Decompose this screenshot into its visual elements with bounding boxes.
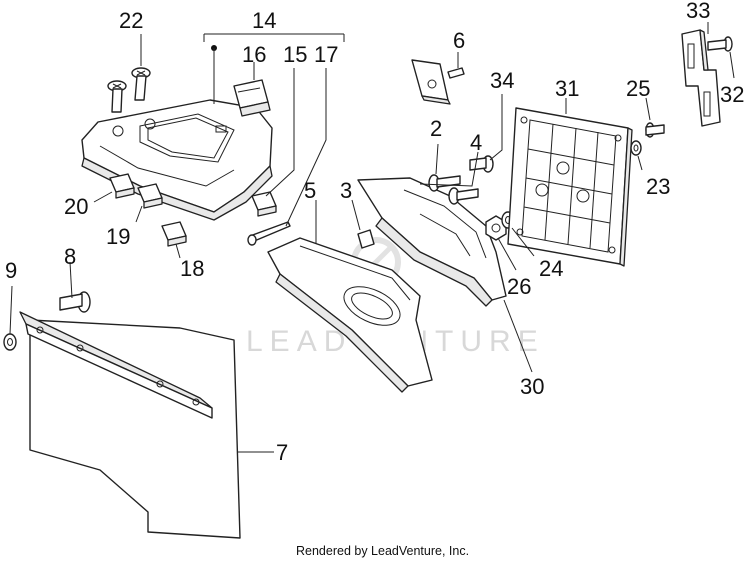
- bolt-part-2: [428, 174, 461, 192]
- callout-15: 15: [283, 42, 307, 67]
- callout-6: 6: [453, 28, 465, 53]
- callout-labels: 22 14 16 15 17 6 33 34 31 25 32 2 4 23 5…: [5, 0, 744, 465]
- washer-part-23: [630, 140, 642, 156]
- screw-part-6: [447, 67, 465, 79]
- callout-5: 5: [304, 178, 316, 203]
- callout-26: 26: [507, 274, 531, 299]
- module-part-16: [233, 79, 271, 117]
- clip-part-3: [357, 229, 375, 249]
- clip-part-20: [109, 173, 135, 199]
- callout-19: 19: [106, 224, 130, 249]
- bolt-part-8: [59, 291, 91, 313]
- callout-20: 20: [64, 194, 88, 219]
- callout-30: 30: [520, 374, 544, 399]
- pin-part-17: [247, 221, 291, 246]
- callout-7: 7: [276, 440, 288, 465]
- callout-25: 25: [626, 76, 650, 101]
- block-part-6: [411, 59, 451, 105]
- callout-31: 31: [555, 76, 579, 101]
- footer-credit: Rendered by LeadVenture, Inc.: [296, 544, 469, 558]
- bolt-part-25: [645, 122, 665, 138]
- screw-part-22-b: [107, 80, 127, 113]
- callout-34: 34: [490, 68, 514, 93]
- clip-part-15: [251, 191, 277, 217]
- callout-23: 23: [646, 174, 670, 199]
- callout-22: 22: [119, 8, 143, 33]
- flap-part-7: [19, 311, 241, 539]
- bolt-part-4: [448, 187, 479, 205]
- callout-24: 24: [539, 256, 563, 281]
- bolt-part-34: [469, 155, 494, 173]
- washer-part-9: [3, 333, 17, 351]
- callout-17: 17: [314, 42, 338, 67]
- callout-4: 4: [470, 130, 482, 155]
- callout-16: 16: [242, 42, 266, 67]
- grid-plate-part-31: [507, 107, 633, 267]
- bolt-part-32: [707, 36, 733, 52]
- nut-part-26: [485, 215, 507, 241]
- callout-9: 9: [5, 258, 17, 283]
- callout-14: 14: [252, 8, 276, 33]
- callout-2: 2: [430, 116, 442, 141]
- callout-18: 18: [180, 256, 204, 281]
- bracket-part-33: [681, 29, 721, 127]
- clip-part-19: [137, 183, 163, 209]
- callout-3: 3: [340, 178, 352, 203]
- callout-33: 33: [686, 0, 710, 23]
- deck-plate-part-14: [81, 99, 273, 221]
- callout-8: 8: [64, 244, 76, 269]
- screw-part-22-a: [131, 67, 151, 101]
- leader-lines: [9, 22, 735, 453]
- callout-32: 32: [720, 82, 744, 107]
- clip-part-18: [161, 221, 187, 247]
- housing-part-5: [267, 237, 433, 393]
- shroud-part-30: [357, 177, 507, 307]
